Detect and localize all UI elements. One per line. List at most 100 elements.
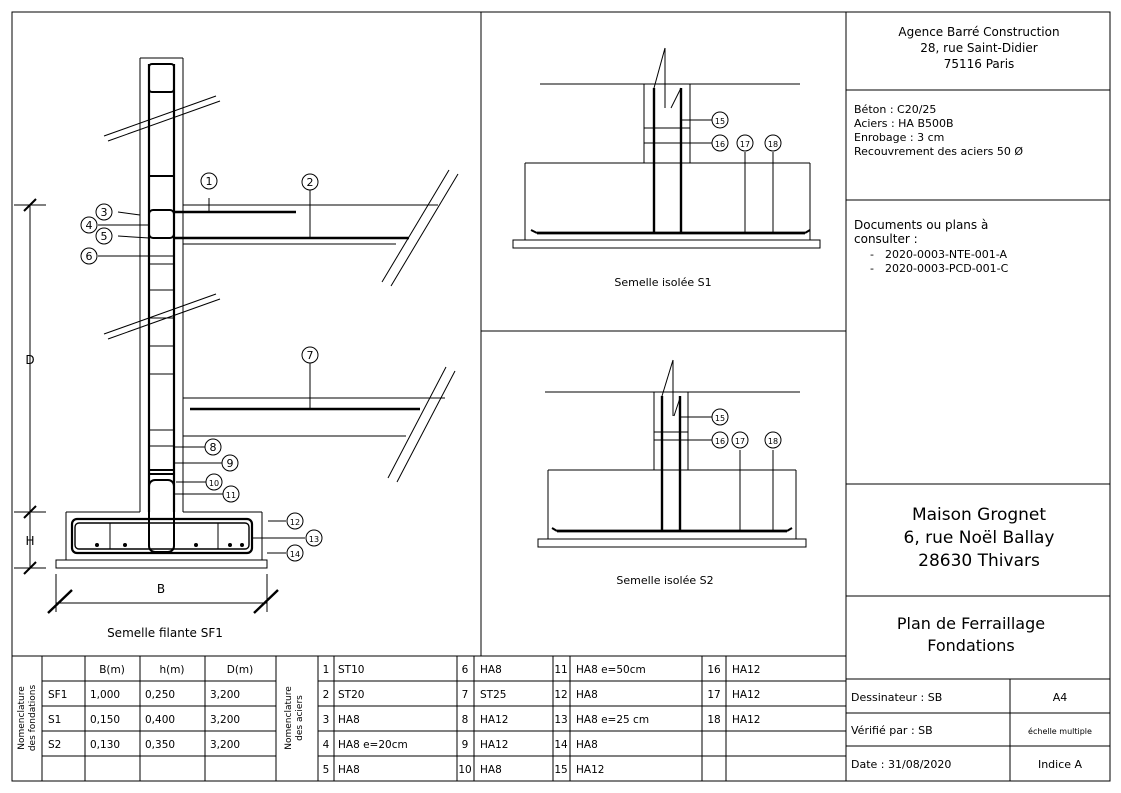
sf1-marker-11: 11: [226, 491, 236, 500]
foundation-cell-sf1-h: 0,250: [145, 689, 175, 701]
steel-number-r2-c2: 13: [554, 714, 567, 726]
documents-title-1: Documents ou plans à: [854, 218, 988, 232]
steel-type-r4-c0: HA8: [338, 764, 360, 776]
project-city: 28630 Thivars: [918, 551, 1040, 571]
steel-type-r4-c1: HA8: [480, 764, 502, 776]
foundation-cell-s1-d: 3,200: [210, 714, 240, 726]
foundation-cell-s1-h: 0,400: [145, 714, 175, 726]
steel-number-r1-c1: 7: [462, 689, 469, 701]
sf1-marker-circle-9: [221, 454, 239, 472]
steel-number-r4-c0: 5: [323, 764, 330, 776]
steel-number-r0-c1: 6: [462, 664, 469, 676]
steel-type-r2-c3: HA12: [732, 714, 760, 726]
steel-type-r2-c1: HA12: [480, 714, 508, 726]
steel-number-r4-c2: 15: [554, 764, 567, 776]
s2-marker-circle-17: [731, 431, 749, 449]
drawing-title-2: Fondations: [927, 636, 1015, 655]
steel-side-label-2: des aciers: [295, 695, 305, 741]
sf1-marker-circle-4: [80, 216, 98, 234]
sf1-marker-circle-3: [95, 203, 113, 221]
sf1-bar-sections: [95, 543, 244, 547]
foundation-cell-sf1-b: 1,000: [90, 689, 120, 701]
steel-type-r4-c2: HA12: [576, 764, 604, 776]
sf1-marker-circle-8: [204, 438, 222, 456]
steel-type-r3-c2: HA8: [576, 739, 598, 751]
sf1-marker-circle-1: [200, 172, 218, 190]
dim-d-label: D: [25, 353, 34, 367]
steel-side-label-1: Nomenclature: [284, 686, 294, 750]
sf1-marker-circle-10: [205, 473, 223, 491]
s1-caption: Semelle isolée S1: [614, 276, 711, 289]
steel-number-r2-c1: 8: [462, 714, 469, 726]
sf1-marker-circle-11: [222, 485, 240, 503]
spec-lap: Recouvrement des aciers 50 Ø: [854, 145, 1023, 158]
sf1-marker-2: 2: [307, 176, 314, 189]
steel-number-r3-c1: 9: [462, 739, 469, 751]
sf1-elevation: [14, 57, 459, 614]
foundations-table: [41, 656, 277, 781]
sf1-marker-14: 14: [290, 550, 300, 559]
spec-steel: Aciers : HA B500B: [854, 117, 954, 130]
project-block: Maison Grognet 6, rue Noël Ballay 28630 …: [904, 505, 1055, 571]
sf1-marker-7: 7: [307, 349, 314, 362]
s2-marker-16: 16: [715, 437, 725, 446]
s2-marker-15: 15: [715, 414, 725, 423]
s1-view: [512, 47, 821, 249]
steel-number-r4-c1: 10: [458, 764, 471, 776]
sf1-caption: Semelle filante SF1: [107, 626, 223, 640]
sf1-marker-5: 5: [101, 230, 108, 243]
foundations-side-label-2: des fondations: [28, 685, 38, 752]
foundation-cell-sf1-d: 3,200: [210, 689, 240, 701]
sf1-marker-13: 13: [309, 535, 319, 544]
foundation-cell-sf1-name: SF1: [48, 689, 67, 701]
documents-item-2: 2020-0003-PCD-001-C: [885, 262, 1009, 275]
steel-type-r0-c0: ST10: [338, 664, 364, 676]
s1-marker-circle-15: [711, 111, 729, 129]
drawing-title-block: Plan de Ferraillage Fondations: [897, 614, 1045, 655]
foundation-cell-s2-b: 0,130: [90, 739, 120, 751]
sf1-marker-circle-5: [95, 227, 113, 245]
dim-h-label: H: [25, 534, 34, 548]
sf1-marker-4: 4: [86, 219, 93, 232]
s1-marker-17: 17: [740, 140, 750, 149]
steel-number-r0-c3: 16: [707, 664, 721, 676]
steel-type-r1-c2: HA8: [576, 689, 598, 701]
agency-city: 75116 Paris: [944, 57, 1015, 71]
foundation-cell-s2-name: S2: [48, 739, 61, 751]
steel-table: [317, 656, 846, 781]
sf1-marker-circle-14: [286, 544, 304, 562]
documents-bullet-2: -: [870, 262, 874, 275]
documents-title-2: consulter :: [854, 232, 918, 246]
sf1-markers: [98, 190, 311, 554]
s2-marker-circle-18: [764, 431, 782, 449]
steel-type-r1-c3: HA12: [732, 689, 760, 701]
s2-marker-17: 17: [735, 437, 745, 446]
frame: [11, 11, 1111, 782]
sf1-marker-1: 1: [206, 175, 213, 188]
foundations-header-d: D(m): [227, 664, 254, 676]
foundations-side-label: Nomenclature des fondations: [17, 685, 38, 752]
foundations-header-h: h(m): [159, 664, 184, 676]
format-label: A4: [1053, 691, 1068, 704]
project-name: Maison Grognet: [912, 505, 1046, 525]
sf1-marker-8: 8: [210, 441, 217, 454]
steel-number-r1-c2: 12: [554, 689, 567, 701]
foundation-cell-s1-name: S1: [48, 714, 61, 726]
steel-type-r3-c1: HA12: [480, 739, 508, 751]
specs-block: Béton : C20/25 Aciers : HA B500B Enrobag…: [854, 103, 1023, 158]
foundations-side-label-1: Nomenclature: [17, 686, 27, 750]
s1-marker-18: 18: [768, 140, 778, 149]
steel-type-r1-c0: ST20: [338, 689, 364, 701]
steel-number-r0-c2: 11: [554, 664, 567, 676]
sf1-marker-circle-2: [301, 173, 319, 191]
steel-number-r1-c0: 2: [323, 689, 330, 701]
steel-side-label: Nomenclature des aciers: [284, 686, 305, 750]
scale-label: échelle multiple: [1028, 726, 1092, 736]
sf1-marker-circle-7: [301, 346, 319, 364]
steel-number-r3-c2: 14: [554, 739, 568, 751]
sf1-marker-6: 6: [86, 250, 93, 263]
